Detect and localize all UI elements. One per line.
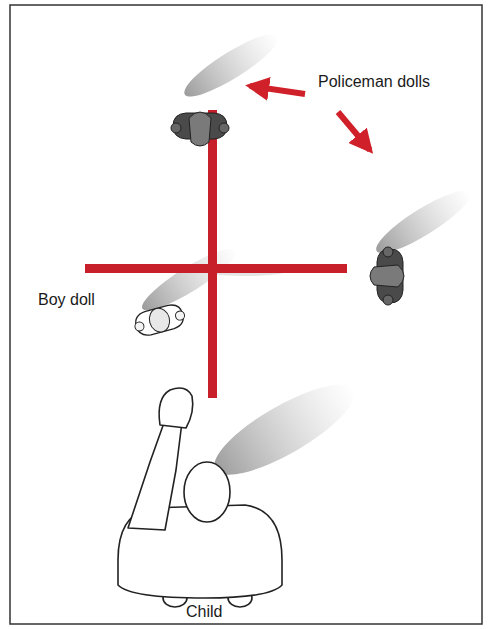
figure-label: Policeman dolls bbox=[318, 72, 430, 91]
cross-walls bbox=[85, 110, 347, 398]
policeman-doll bbox=[370, 247, 404, 305]
child-arm bbox=[128, 420, 182, 530]
leader-arrow bbox=[250, 86, 305, 94]
doll-body bbox=[133, 302, 186, 338]
leader-arrows bbox=[250, 86, 370, 150]
doll-hat bbox=[370, 265, 404, 287]
shadows bbox=[136, 25, 477, 490]
doll-hat bbox=[189, 112, 211, 146]
shadow bbox=[203, 369, 366, 491]
child-figure bbox=[118, 388, 282, 607]
boy-doll bbox=[132, 302, 187, 338]
figure-label: Boy doll bbox=[38, 290, 95, 309]
doll-arm bbox=[175, 310, 186, 321]
doll-arm bbox=[171, 123, 181, 133]
wall bbox=[208, 110, 217, 398]
doll-arm bbox=[383, 295, 393, 305]
doll-arm bbox=[383, 247, 393, 257]
shadow bbox=[178, 25, 285, 105]
leader-arrow bbox=[338, 112, 370, 150]
figure-label: Child bbox=[186, 602, 222, 621]
doll-arm bbox=[134, 321, 145, 332]
child-head bbox=[184, 462, 230, 522]
shadow bbox=[370, 182, 477, 262]
frame bbox=[10, 5, 482, 624]
doll-head bbox=[147, 306, 173, 334]
child-hand bbox=[159, 388, 193, 428]
shadow bbox=[136, 240, 242, 319]
policeman-doll bbox=[171, 112, 229, 146]
doll-arm bbox=[219, 123, 229, 133]
